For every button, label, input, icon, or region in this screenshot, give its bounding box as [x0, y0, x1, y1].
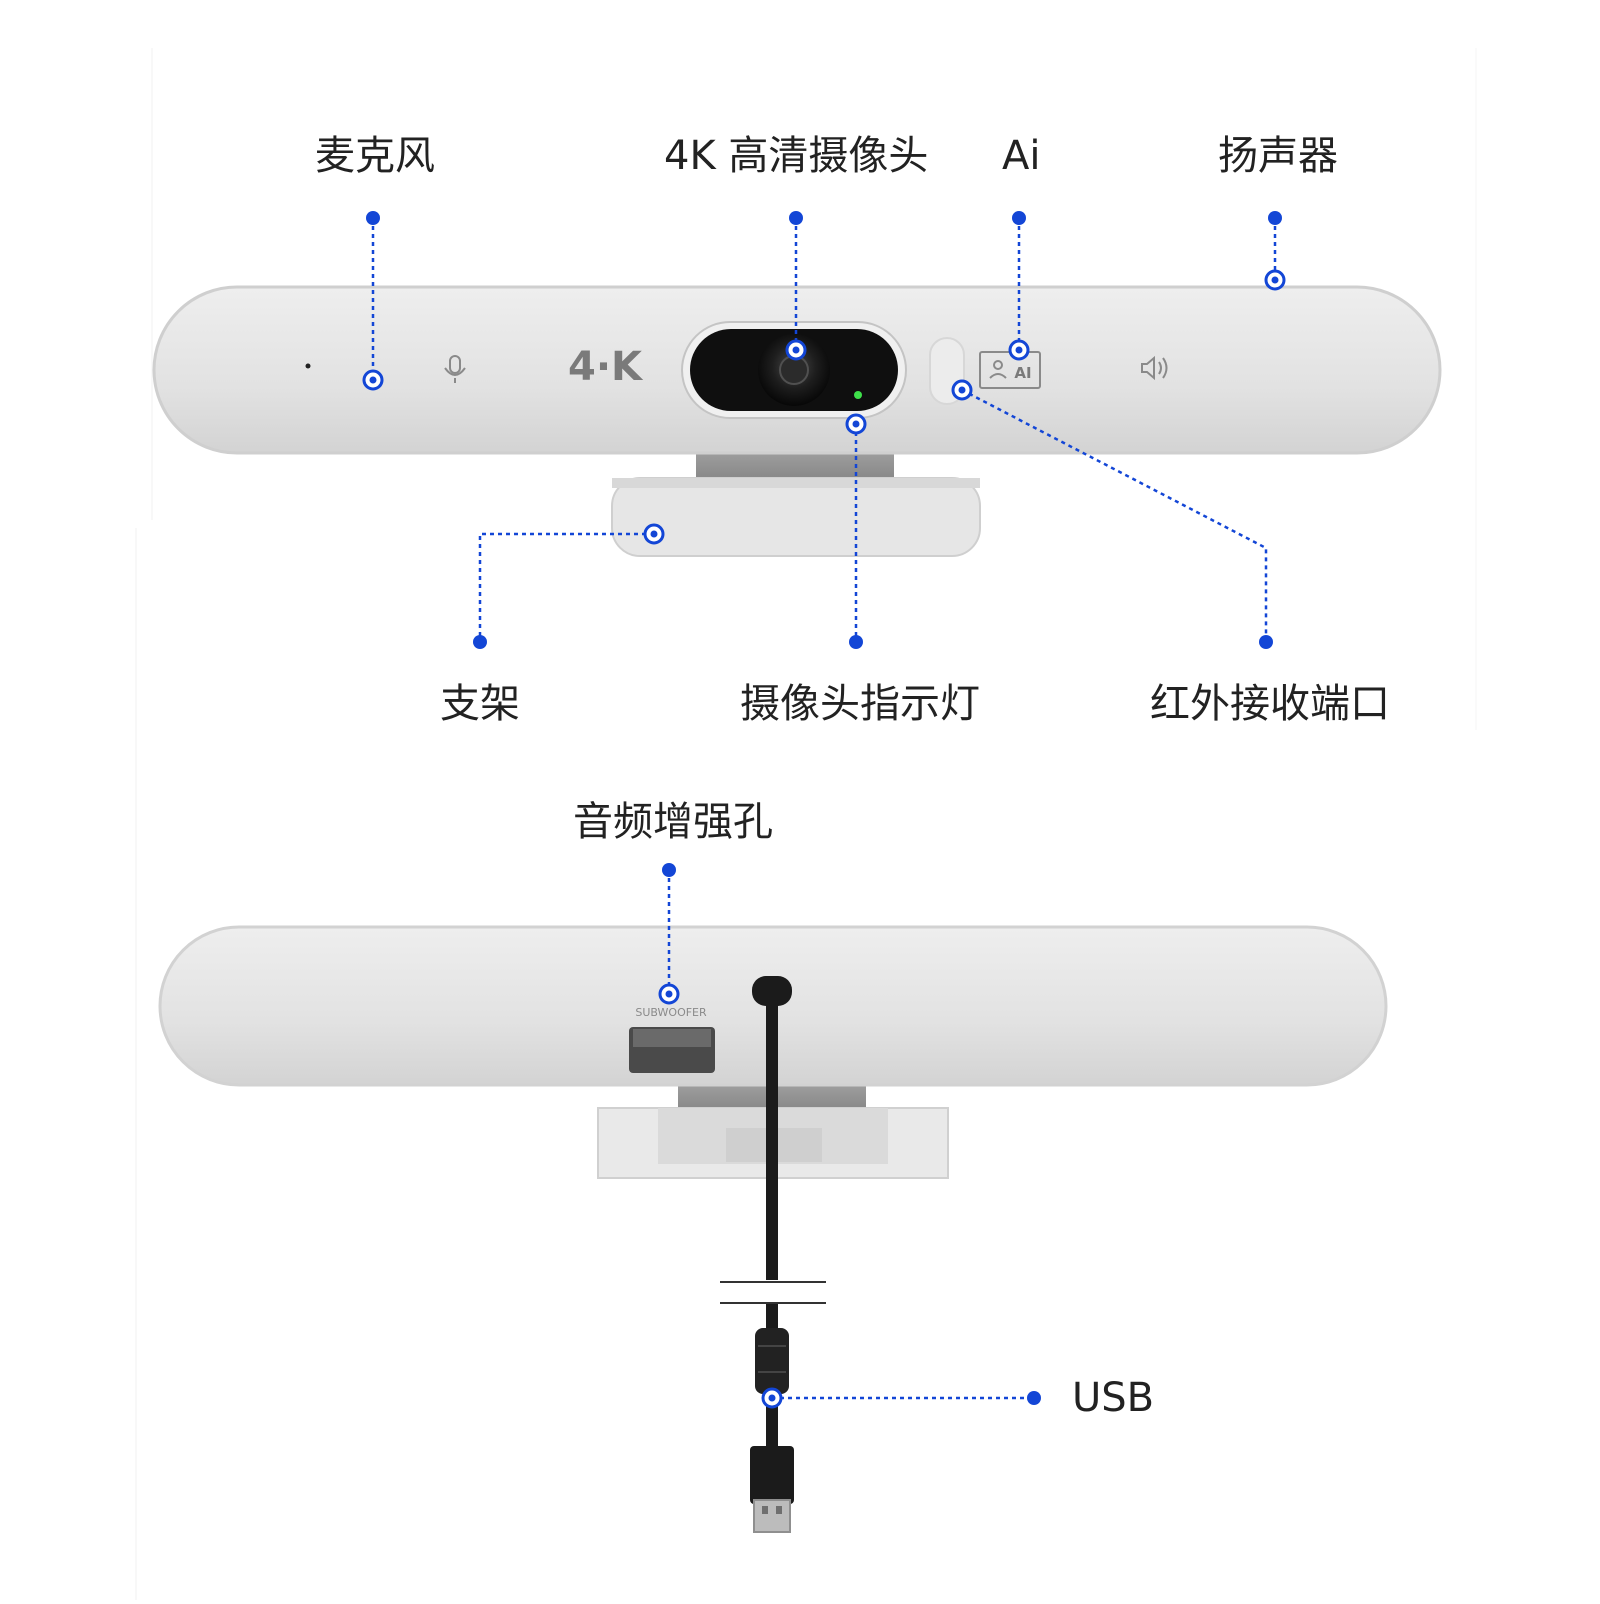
callout-line-stand [478, 532, 654, 642]
ai-badge-text: AI [1014, 364, 1031, 382]
callout-dots [366, 211, 1282, 1405]
brand-4k-logo: 4·K [568, 344, 644, 390]
front-view: 4·K AI [152, 285, 1442, 557]
label-ai: Ai [1002, 133, 1041, 179]
cable-grommet [752, 976, 792, 1006]
usb-plug-contact [776, 1506, 782, 1514]
microphone-icon [444, 355, 466, 383]
usb-cable-upper [766, 1000, 778, 1290]
stand-top-edge [612, 478, 980, 488]
label-microphone: 麦克风 [315, 133, 435, 179]
stand [611, 477, 981, 557]
usb-plug-body [750, 1446, 794, 1504]
speaker-icon [1141, 355, 1168, 381]
cable-break-gap [720, 1280, 824, 1306]
label-audio-port: 音频增强孔 [573, 799, 773, 845]
ferrite-bead [755, 1328, 789, 1394]
mic-hole [305, 363, 311, 369]
callout-target-centers [369, 276, 1279, 1402]
callout-line-ir [961, 388, 1268, 642]
label-usb: USB [1072, 1375, 1155, 1421]
usb-cable-lower [766, 1304, 778, 1332]
subwoofer-port-highlight [633, 1029, 711, 1047]
label-stand: 支架 [440, 681, 520, 727]
usb-plug-metal [753, 1499, 791, 1533]
indicator-light [854, 391, 862, 399]
label-ir-receiver: 红外接收端口 [1150, 681, 1390, 727]
usb-plug-contact [762, 1506, 768, 1514]
label-camera-4k: 4K 高清摄像头 [664, 133, 929, 179]
label-camera-indicator: 摄像头指示灯 [740, 681, 980, 727]
label-speaker: 扬声器 [1218, 133, 1338, 179]
subwoofer-label: SUBWOOFER [635, 1006, 707, 1019]
back-view: SUBWOOFER [158, 925, 1388, 1533]
callouts [371, 218, 1277, 1400]
